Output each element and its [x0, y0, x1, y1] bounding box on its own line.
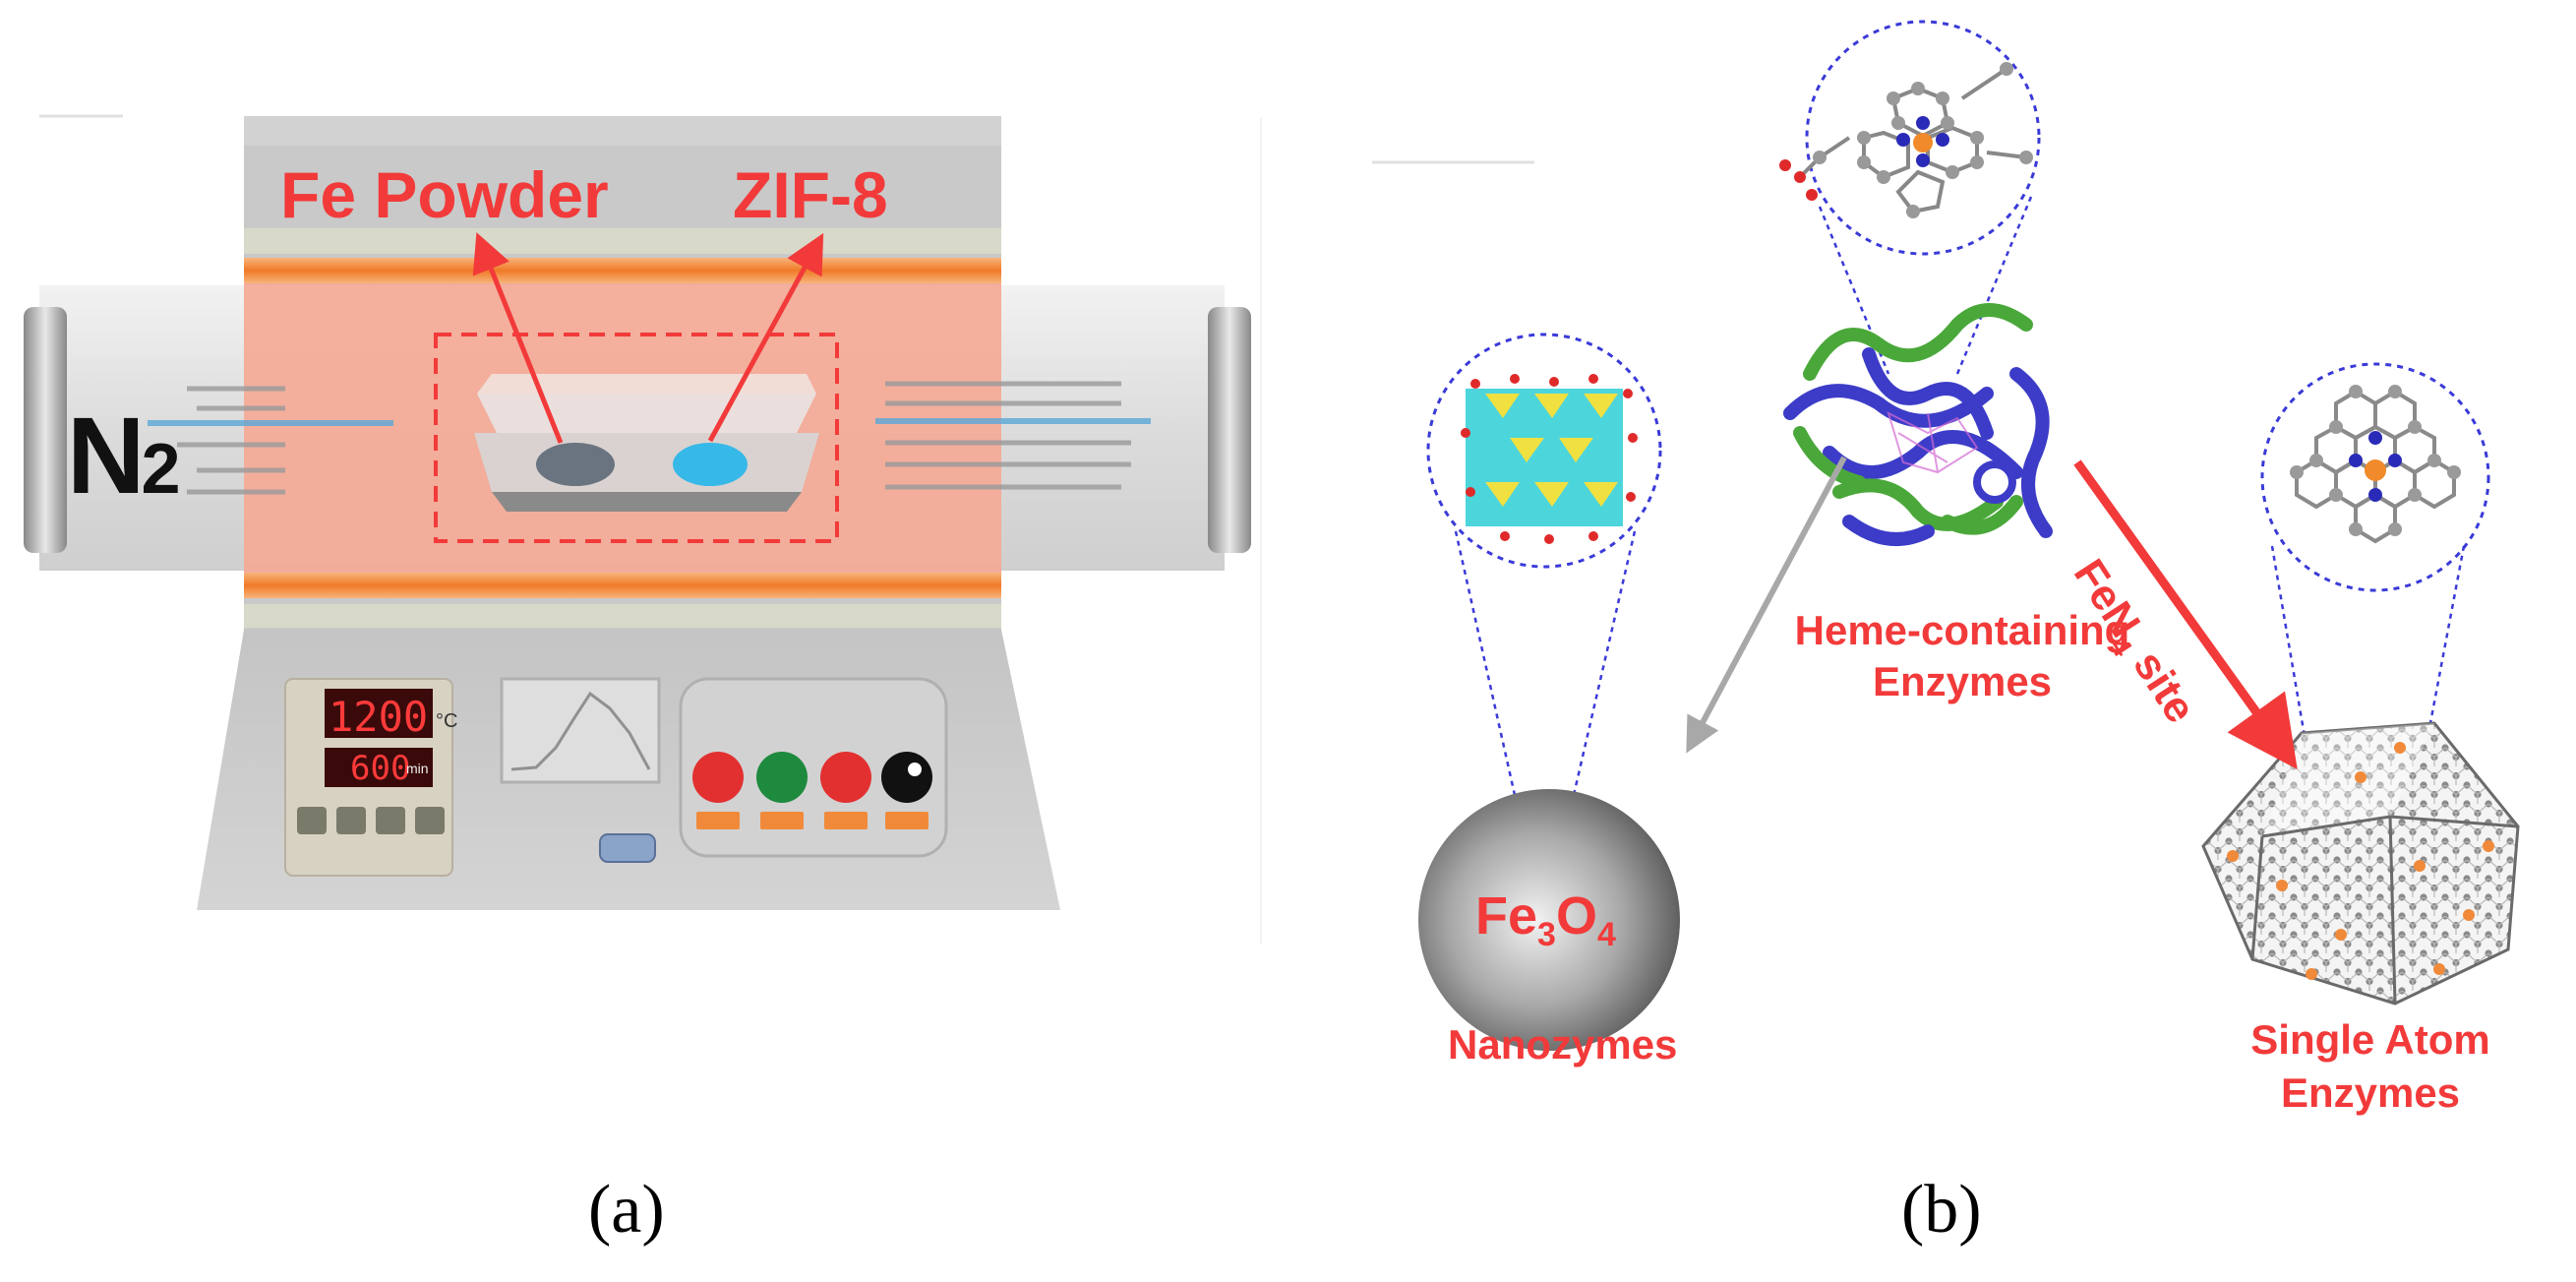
panel-a-furnace: [24, 116, 1251, 910]
panel-b-enzymes: [1418, 20, 2520, 1051]
heme-to-nanozyme-arrow: [1686, 456, 1847, 754]
red-button-2: [820, 752, 871, 803]
tube-cap-left: [24, 307, 67, 553]
zif8-label: ZIF-8: [733, 158, 888, 231]
fe-powder-sample: [536, 443, 615, 486]
n2-gas-label: N2: [67, 394, 181, 519]
fe3o4-sub1: 3: [1537, 915, 1556, 953]
fe3o4-crystal-icon: [1461, 374, 1638, 544]
fe3o4-sub2: 4: [1596, 915, 1616, 953]
fe-powder-arrow: [472, 232, 564, 444]
caption-b: (b): [1901, 1172, 1982, 1248]
display-bottom-value: 600: [350, 749, 411, 788]
tube-cap-right: [1208, 307, 1251, 553]
n2-symbol: N: [67, 396, 145, 517]
display-top-value: 1200: [329, 693, 429, 741]
caption-a: (a): [588, 1172, 665, 1248]
gas-flow-right: [875, 381, 1151, 490]
fe3o4-o: O: [1555, 886, 1597, 946]
serial-port: [599, 833, 656, 863]
nanozymes-label: Nanozymes: [1448, 1021, 1678, 1068]
heme-label-line1: Heme-containing: [1794, 607, 2130, 653]
button-panel: [679, 677, 948, 858]
fen4-lattice-icon: [2290, 385, 2461, 544]
sae-line1: Single Atom: [2250, 1016, 2490, 1063]
display-bottom-screen: [325, 748, 433, 787]
heme-label-line2: Enzymes: [1872, 658, 2053, 704]
zif8-arrow: [707, 232, 824, 443]
single-atom-polyhedron: [2201, 721, 2520, 1006]
display-top-screen: [325, 689, 433, 738]
display-top-unit: °C: [436, 710, 458, 732]
heme-protein-icon: [1783, 303, 2053, 546]
fe3o4-label: Fe3O4: [1475, 885, 1616, 954]
single-atom-enzymes-label: Single Atom Enzymes: [2208, 1013, 2533, 1120]
red-button-1: [692, 752, 744, 803]
fe3o4-fe: Fe: [1475, 886, 1538, 946]
sample-boat: [474, 374, 819, 512]
heme-label: Heme-containing Enzymes: [1756, 605, 2169, 707]
n2-subscript: 2: [141, 430, 180, 509]
green-button: [756, 752, 808, 803]
fe-powder-label: Fe Powder: [280, 158, 609, 231]
sample-zone-dashed: [434, 333, 839, 543]
fe3o4-sphere: [1418, 789, 1680, 1051]
display-bottom-unit: min: [406, 761, 429, 776]
gas-flow-left: [148, 386, 393, 495]
black-knob: [881, 752, 932, 803]
zif8-sample: [673, 443, 748, 486]
orange-band-bottom: [244, 573, 1001, 598]
sae-line2: Enzymes: [2280, 1069, 2461, 1116]
program-chart: [500, 677, 661, 784]
orange-band-top: [244, 258, 1001, 283]
fen4-site-arrow: [2073, 459, 2298, 769]
